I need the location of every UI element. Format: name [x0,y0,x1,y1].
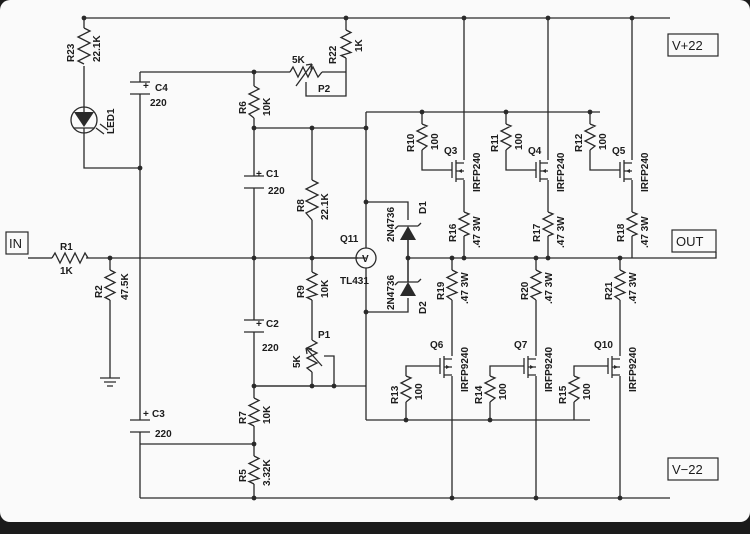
c3-value: 220 [155,429,172,440]
r5-ref: R5 [238,469,249,482]
r21-value: .47 3W [628,272,639,304]
r18-ref: R18 [616,223,627,242]
mosfet-symbols [439,160,632,378]
q3-ref: Q3 [444,146,458,157]
r8-ref: R8 [296,199,307,212]
q3-part: IRFP240 [472,152,483,192]
r20-value: .47 3W [544,272,555,304]
c1-polarity: + [256,169,262,180]
q11-symbol [355,247,377,269]
r15-ref: R15 [558,385,569,404]
r12-value: 100 [598,133,609,150]
port-vpos: V+22 [667,33,719,57]
port-vneg-label: V−22 [672,462,703,477]
led-symbol [70,106,109,135]
q4-ref: Q4 [528,146,542,157]
r7-ref: R7 [238,411,249,424]
r9-value: 10K [320,279,331,298]
d1-ref: D1 [418,201,429,214]
c3-ref: C3 [152,409,165,420]
r23-value: 22.1K [92,35,103,62]
c1-ref: C1 [266,169,279,180]
r9-ref: R9 [296,285,307,298]
r17-value: .47 3W [556,216,567,248]
c2-ref: C2 [266,319,279,330]
port-out-label: OUT [676,234,704,249]
port-in: IN [5,231,36,259]
q11-part: TL431 [340,276,369,287]
r8-value: 22.1K [320,193,331,220]
r14-value: 100 [498,383,509,400]
r2-ref: R2 [94,285,105,298]
r10-ref: R10 [406,133,417,152]
c3-polarity: + [143,409,149,420]
p2-value: 5K [292,55,306,66]
r16-ref: R16 [448,223,459,242]
c1-value: 220 [268,186,285,197]
junction-dots [81,15,635,501]
c4-value: 220 [150,98,167,109]
r12-ref: R12 [574,133,585,152]
r18-value: .47 3W [640,216,651,248]
d2-part: 2N4736 [386,275,397,310]
r22-ref: R22 [328,45,339,64]
p2-ref: P2 [318,84,331,95]
r17-ref: R17 [532,223,543,242]
r14-ref: R14 [474,385,485,404]
r16-value: .47 3W [472,216,483,248]
q6-part: IRFP9240 [460,347,471,392]
port-out: OUT [670,229,717,259]
r7-value: 10K [262,405,273,424]
port-vpos-label: V+22 [672,38,703,53]
q7-part: IRFP9240 [544,347,555,392]
r13-ref: R13 [390,385,401,404]
r21-ref: R21 [604,281,615,300]
r13-value: 100 [414,383,425,400]
r2-value: 47.5K [120,273,131,300]
q10-ref: Q10 [594,340,613,351]
p1-value: 5K [292,354,303,368]
r6-ref: R6 [238,101,249,114]
zener-symbols [394,222,422,296]
q4-part: IRFP240 [556,152,567,192]
c4-ref: C4 [155,83,168,94]
r10-value: 100 [430,133,441,150]
q5-ref: Q5 [612,146,626,157]
r19-ref: R19 [436,281,447,300]
d2-ref: D2 [418,301,429,314]
q10-part: IRFP9240 [628,347,639,392]
q6-ref: Q6 [430,340,444,351]
d1-part: 2N4736 [386,207,397,242]
ground-symbol [100,377,120,387]
r23-ref: R23 [66,43,77,62]
r22-value: 1K [354,38,365,52]
led1-ref: LED1 [106,108,117,134]
r11-ref: R11 [490,134,501,152]
q5-part: IRFP240 [640,152,651,192]
c2-polarity: + [256,319,262,330]
capacitor-symbols [130,81,264,433]
r19-value: .47 3W [460,272,471,304]
r1-value: 1K [60,266,74,277]
c4-polarity: + [143,81,149,92]
p1-ref: P1 [318,330,331,341]
port-in-label: IN [9,236,22,251]
r1-ref: R1 [60,242,73,253]
q11-ref: Q11 [340,234,359,245]
c2-value: 220 [262,343,279,354]
r20-ref: R20 [520,281,531,300]
r15-value: 100 [582,383,593,400]
r5-value: 3.32K [262,459,273,486]
resistor-symbols [51,27,639,485]
r6-value: 10K [262,97,273,116]
r11-value: 100 [514,133,525,150]
component-labels: R23 22.1K LED1 + C4 220 R1 1K R2 47.5K +… [60,35,651,486]
port-vneg: V−22 [667,457,719,481]
q7-ref: Q7 [514,340,528,351]
q11-symbol-text: V [362,254,369,265]
